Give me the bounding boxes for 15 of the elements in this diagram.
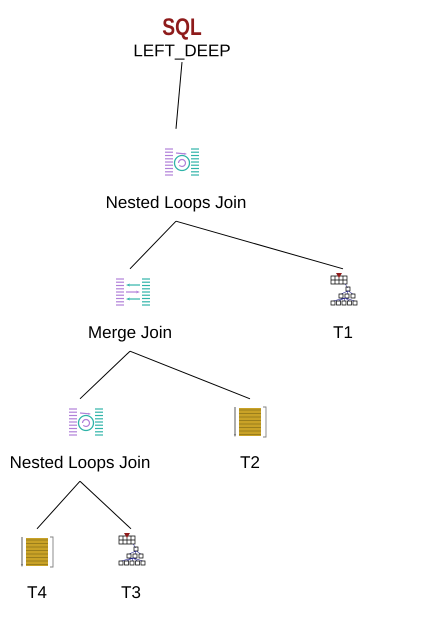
connector-line xyxy=(130,220,176,270)
operator-label: Nested Loops Join xyxy=(11,456,150,472)
plan-root-label: SQL LEFT_DEEP xyxy=(134,18,230,60)
connector-line xyxy=(130,350,250,400)
operator-label: T2 xyxy=(240,456,260,468)
connector-line xyxy=(176,62,182,130)
operator-label: T4 xyxy=(27,586,46,598)
connector-line xyxy=(36,480,80,530)
connector-line xyxy=(80,350,130,400)
operator-label: Nested Loops Join xyxy=(106,196,246,212)
connector-line xyxy=(176,220,344,270)
connector-line xyxy=(80,480,132,530)
operator-label: Merge Join xyxy=(89,326,171,342)
operator-label: T3 xyxy=(121,586,140,598)
operator-label: T1 xyxy=(333,326,352,338)
